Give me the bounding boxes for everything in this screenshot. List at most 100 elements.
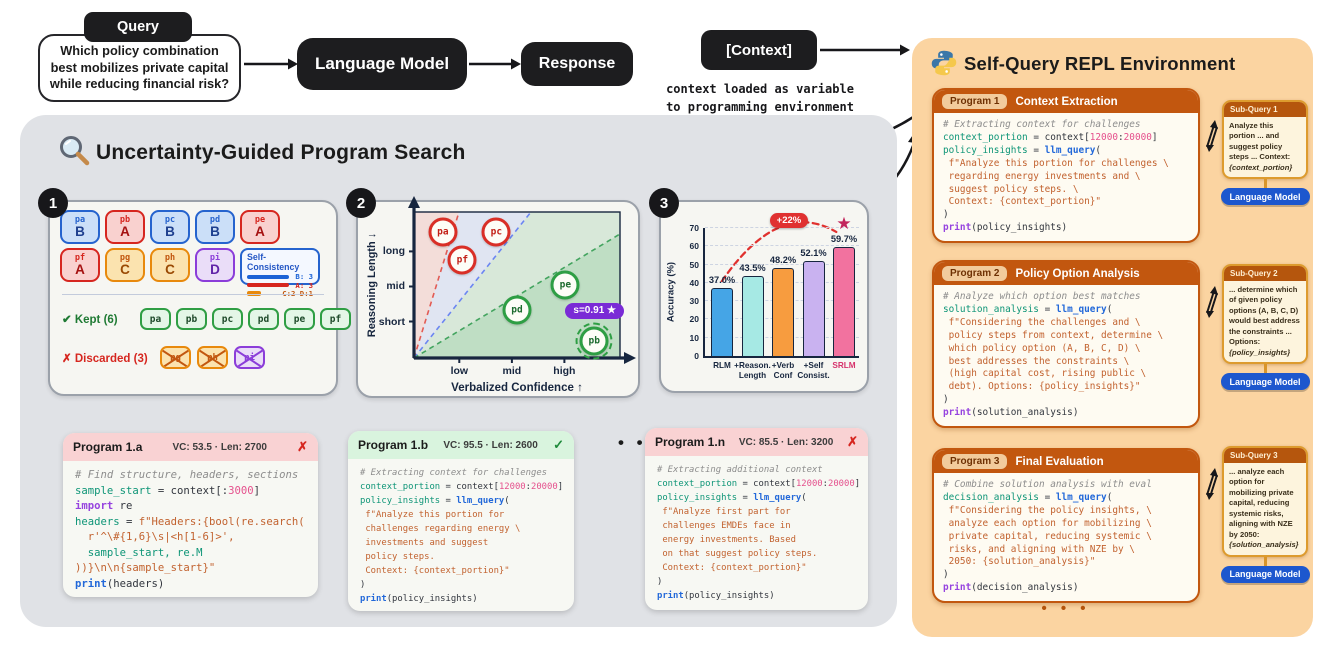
- exchange-icon-1: [1206, 120, 1218, 152]
- bar-+Verb-Conf: [772, 267, 794, 356]
- bar-ytick-20: 20: [689, 314, 699, 325]
- arrow-lm-to-response: [469, 58, 521, 70]
- bar-ytick-60: 60: [689, 241, 699, 252]
- magnifier-icon: [60, 136, 90, 166]
- repl-program-3-title: Final Evaluation: [1015, 455, 1104, 468]
- bar-value-RLM: 37.0%: [708, 275, 736, 286]
- scatter-ylabel: Reasoning Length ↓: [366, 232, 378, 338]
- gain-badge: +22%: [769, 213, 809, 228]
- bar-ytick-70: 70: [689, 223, 699, 233]
- program-1a-meta: VC: 53.5 · Len: 2700: [172, 441, 267, 453]
- step-2-badge: 2: [346, 188, 376, 218]
- repl-ellipsis: • • •: [1041, 600, 1091, 617]
- self-consistency-title: Self-Consistency: [247, 252, 300, 273]
- query-box: Which policy combination best mobilizes …: [38, 34, 241, 102]
- program-1a-status-icon: ✗: [297, 439, 308, 454]
- program-1b-status-icon: ✓: [553, 437, 564, 452]
- response-box: Response: [521, 42, 633, 86]
- sub-query-2-title: Sub-Query 2: [1224, 266, 1306, 281]
- repl-panel: Self-Query REPL Environment Program 1 Co…: [912, 38, 1313, 637]
- bar-cat-RLM: RLM: [713, 361, 731, 370]
- bar-chart-ylabel: Accuracy (%): [665, 261, 677, 323]
- xtick-high: high: [553, 365, 576, 377]
- sub-query-1-column: Sub-Query 1 Analyze this portion ... and…: [1220, 100, 1310, 206]
- bar-ytick-30: 30: [689, 296, 699, 307]
- scatter-xlabel: Verbalized Confidence ↑: [451, 382, 583, 394]
- sub-query-3-var: {solution_analysis}: [1229, 540, 1299, 550]
- connector: [1263, 364, 1267, 374]
- sub-query-3-text: ... analyze each option for mobilizing p…: [1229, 467, 1299, 550]
- program-1a-card: Program 1.a VC: 53.5 · Len: 2700 ✗ # Fin…: [63, 433, 318, 597]
- ytick-long: long: [382, 245, 405, 258]
- repl-program-3-header: Program 3 Final Evaluation: [934, 450, 1198, 473]
- bar-cat-+Reason.-Length: +Reason.Length: [734, 361, 771, 380]
- language-model-box: Language Model: [297, 38, 467, 90]
- exchange-icon-3: [1206, 468, 1218, 500]
- program-1a-header: Program 1.a VC: 53.5 · Len: 2700 ✗: [63, 433, 318, 461]
- arrow-query-to-lm: [244, 58, 298, 70]
- repl-program-2-header: Program 2 Policy Option Analysis: [934, 262, 1198, 285]
- program-1n-header: Program 1.n VC: 85.5 · Len: 3200 ✗: [645, 428, 868, 456]
- scatter-point-pb: pb: [575, 322, 613, 360]
- divider: [62, 294, 324, 295]
- bar-+Reason.-Length: [741, 276, 764, 356]
- program-1b-header: Program 1.b VC: 95.5 · Len: 2600 ✓: [348, 431, 574, 459]
- ytick-mid: mid: [386, 280, 405, 293]
- repl-panel-title: Self-Query REPL Environment: [964, 53, 1236, 74]
- program-1n-card: Program 1.n VC: 85.5 · Len: 3200 ✗ # Ext…: [645, 428, 868, 610]
- bar-cat-SRLM: SRLM: [832, 361, 856, 370]
- kept-chip-pb: pb: [176, 308, 207, 330]
- program-1b-meta: VC: 95.5 · Len: 2600: [443, 439, 538, 451]
- repl-program-1-card: Program 1 Context Extraction # Extractin…: [932, 88, 1200, 244]
- kept-label: ✔ Kept (6): [62, 314, 118, 326]
- program-1b-title: Program 1.b: [358, 438, 429, 452]
- scatter-point-pc: pc: [481, 217, 511, 247]
- program-1n-status-icon: ✗: [847, 434, 858, 449]
- bar-ytick-50: 50: [689, 259, 699, 270]
- bar-SRLM: [833, 246, 855, 356]
- bar-ytick-10: 10: [689, 332, 699, 343]
- repl-program-2-title: Policy Option Analysis: [1015, 267, 1140, 280]
- program-1n-meta: VC: 85.5 · Len: 3200: [738, 436, 834, 448]
- bar-ytick-0: 0: [694, 351, 699, 361]
- connector: [1263, 556, 1267, 566]
- sub-query-2-card: Sub-Query 2 ... determine which of given…: [1222, 264, 1308, 365]
- arrow-context-to-repl: [820, 44, 910, 56]
- kept-chip-pf: pf: [320, 308, 351, 330]
- xtick-mid: mid: [502, 365, 522, 377]
- sub-query-3-title: Sub-Query 3: [1224, 448, 1306, 463]
- context-caption-line1: context loaded as variable: [666, 82, 854, 96]
- repl-program-1-title: Context Extraction: [1015, 95, 1118, 108]
- program-1b-card: Program 1.b VC: 95.5 · Len: 2600 ✓ # Ext…: [348, 431, 574, 611]
- xtick-low: low: [450, 365, 469, 377]
- connector: [1263, 179, 1267, 189]
- repl-program-2-card: Program 2 Policy Option Analysis # Analy…: [932, 260, 1200, 429]
- python-icon: [931, 50, 957, 76]
- sub-query-1-card: Sub-Query 1 Analyze this portion ... and…: [1222, 100, 1308, 180]
- repl-program-3-card: Program 3 Final Evaluation # Combine sol…: [932, 448, 1200, 604]
- exchange-icon-2: [1206, 286, 1218, 318]
- sub-query-2-column: Sub-Query 2 ... determine which of given…: [1220, 264, 1310, 391]
- ytick-short: short: [378, 315, 405, 328]
